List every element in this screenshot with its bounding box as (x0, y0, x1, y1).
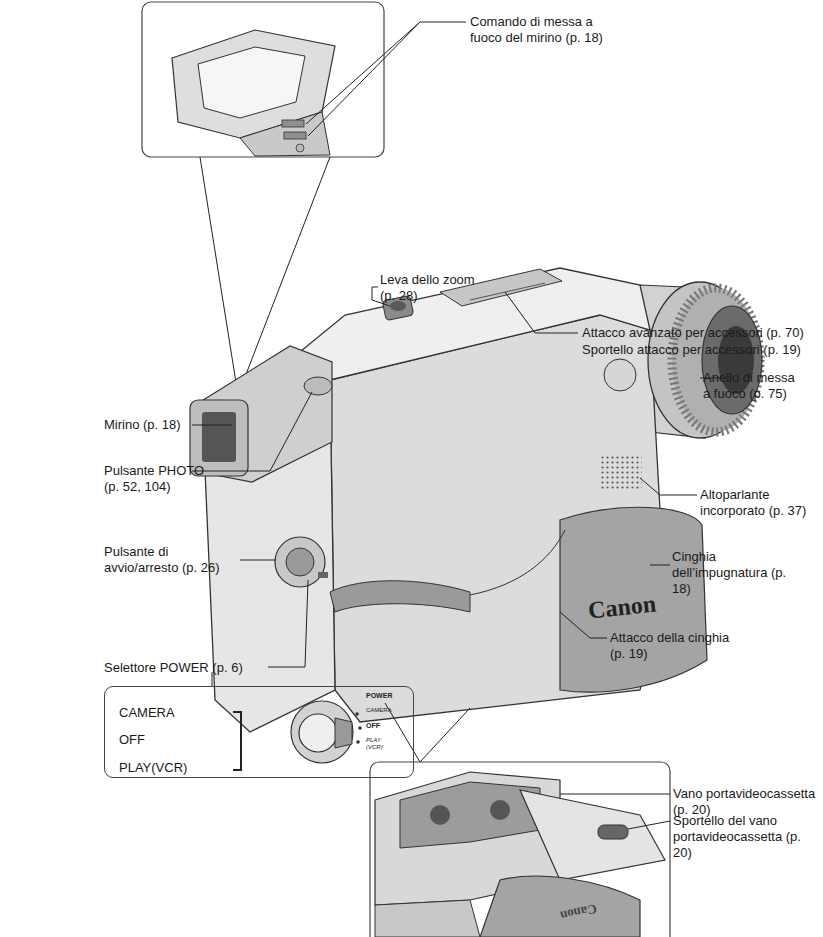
viewfinder (200, 346, 332, 482)
part-label: Anello di messa a fuoco (p. 75) (703, 370, 803, 402)
focus-dial (284, 132, 306, 139)
power-knob (291, 701, 353, 763)
inset-frame (142, 2, 384, 157)
switch-position: PLAY(VCR) (119, 760, 187, 776)
speaker-grille (600, 455, 642, 491)
knob-marking: POWER (366, 692, 392, 700)
knob-marking: OFF (366, 722, 380, 730)
strap-edge (470, 530, 565, 595)
part-label: Cinghia dell’impugnatura (p. 18) (672, 549, 792, 597)
focus-dial (296, 144, 304, 152)
position-dot (356, 740, 360, 744)
camera-top (290, 268, 650, 380)
leader-line (640, 478, 697, 495)
photo-button (304, 377, 332, 395)
selector-inset: CAMERA OFF PLAY(VCR) (104, 686, 414, 778)
knob-marking: PLAY (VCR) (366, 737, 392, 751)
leader-line (192, 392, 312, 471)
compartment-door (520, 790, 665, 880)
leader-line (306, 22, 466, 124)
part-label: Leva dello zoom (p. 28) (380, 272, 480, 304)
power-knob-center (299, 714, 337, 752)
part-label: Pulsante PHOTO (p. 52, 104) (104, 463, 216, 495)
inset-connector (200, 157, 238, 395)
grip-strap (560, 507, 707, 692)
position-dot (355, 712, 359, 716)
shoe-detail (470, 283, 545, 300)
part-label: Comando di messa a fuoco del mirino (p. … (470, 14, 620, 46)
part-label: Selettore POWER (p. 6) (104, 660, 243, 676)
part-label: Attacco della cinghia (p. 19) (610, 630, 740, 662)
power-lever (318, 572, 328, 578)
leader-line (628, 821, 670, 829)
part-label: Mirino (p. 18) (104, 417, 181, 433)
viewfinder-body (240, 112, 330, 156)
leader-line (650, 565, 670, 566)
inset-frame (370, 762, 670, 937)
leader-line (505, 292, 578, 333)
part-label: Sportello attacco per accessori (p. 19) (582, 342, 801, 358)
leader-line (192, 425, 232, 426)
leader-line (560, 794, 670, 795)
brand-logo: Canon (587, 591, 657, 624)
tape-reel (490, 800, 510, 820)
part-label: Altoparlante incorporato (p. 37) (700, 487, 822, 519)
leader-line (240, 560, 276, 561)
leader-line (268, 580, 308, 667)
viewfinder-window (202, 412, 236, 462)
bracket (233, 712, 241, 770)
start-stop-center (286, 548, 314, 576)
leader-line (308, 22, 420, 136)
brand-logo: Canon (559, 901, 598, 922)
eyecup-window (198, 47, 305, 118)
knob-marking: CAMERA (366, 707, 392, 714)
start-stop-button (275, 537, 325, 587)
part-label: Attacco avanzato per accessori (p. 70) (582, 325, 804, 341)
part-label: Sportello del vano portavideocassetta (p… (673, 813, 823, 861)
grip-strap (480, 876, 640, 937)
eject-switch (598, 825, 628, 839)
focus-dial (282, 120, 304, 127)
cassette-holder (400, 782, 540, 848)
inset-connector (420, 708, 470, 762)
switch-position: OFF (119, 732, 145, 748)
power-lever (335, 718, 352, 748)
tape-reel (430, 805, 450, 825)
part-label: Pulsante di avvio/arresto (p. 26) (104, 544, 239, 576)
camera-underside (375, 900, 480, 937)
switch-position: CAMERA (119, 705, 175, 721)
strap-loop (330, 581, 470, 612)
position-dot (358, 726, 362, 730)
side-cap (604, 359, 636, 391)
